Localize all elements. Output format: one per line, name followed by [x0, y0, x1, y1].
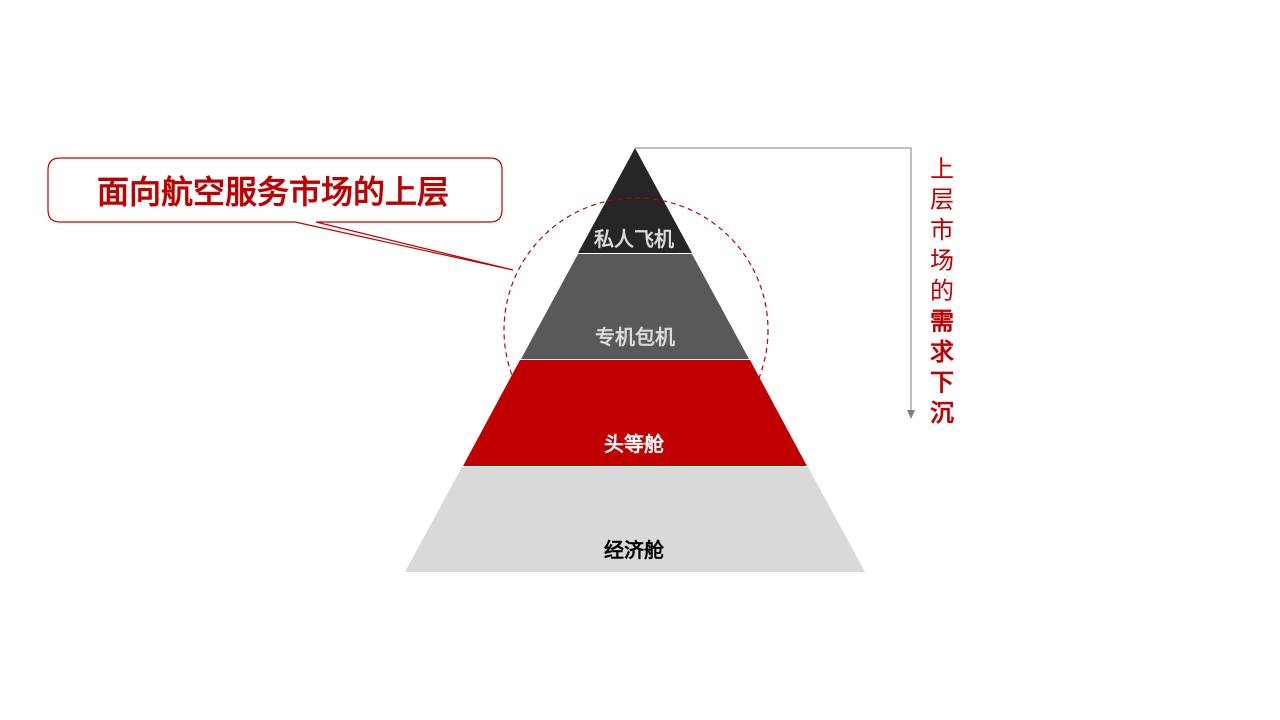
- highlight-dashed-circle: [503, 197, 769, 463]
- tier-label-charter: 专机包机: [595, 325, 675, 349]
- demand-arrow-line: [635, 147, 912, 412]
- side-note-bold-char-3: 沉: [930, 399, 954, 427]
- tier-label-private-jet: 私人飞机: [594, 227, 674, 251]
- callout-bubble: [47, 157, 514, 271]
- side-note-bold-char-2: 下: [930, 369, 954, 397]
- pyramid-tier-economy: [405, 467, 865, 572]
- side-note-char-0: 上: [930, 155, 954, 183]
- pyramid-tier-charter: [521, 254, 749, 359]
- pyramid-tier-first-class: [463, 360, 807, 466]
- side-note-bold-char-1: 求: [930, 338, 954, 366]
- tier-label-first-class: 头等舱: [604, 432, 665, 456]
- tier-label-economy: 经济舱: [604, 538, 665, 562]
- side-note-char-3: 场: [930, 247, 954, 275]
- side-note-char-1: 层: [930, 186, 954, 214]
- callout-title: 面向航空服务市场的上层: [97, 173, 449, 211]
- pyramid-tier-private-jet: [578, 148, 692, 253]
- side-note-bold-char-0: 需: [930, 308, 954, 336]
- demand-arrow-head: [907, 410, 915, 419]
- side-note-char-4: 的: [930, 277, 954, 305]
- side-note-char-2: 市: [930, 216, 954, 244]
